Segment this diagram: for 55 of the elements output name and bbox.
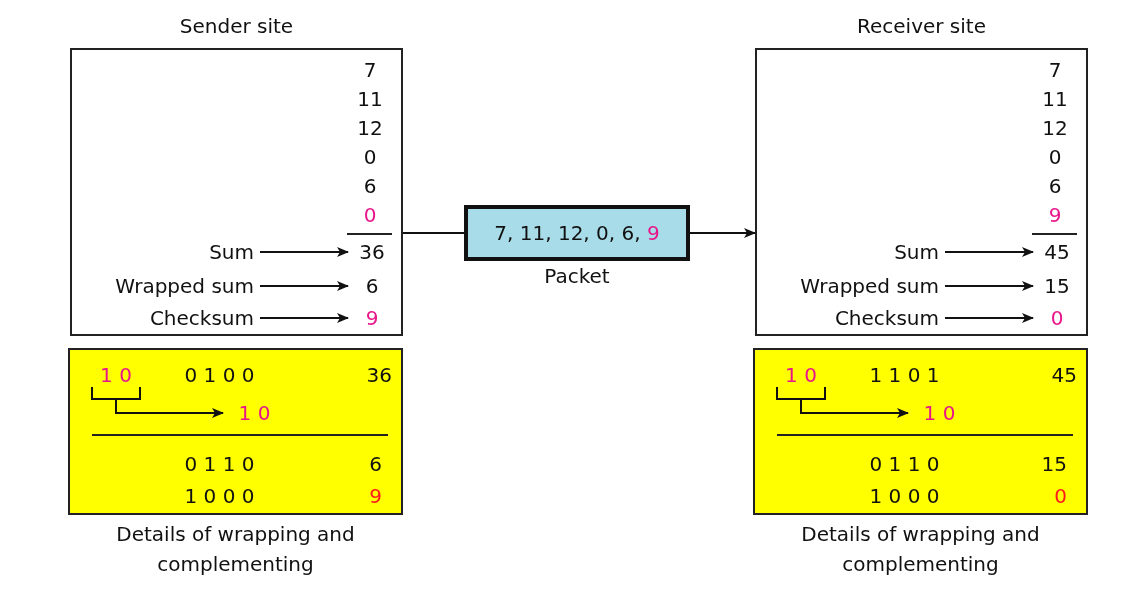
number-text: 6: [362, 173, 378, 199]
arrow: [259, 313, 349, 323]
binary-digits: 0 1 0 0: [157, 361, 282, 389]
number-text: 9: [350, 482, 382, 510]
row-label: Wrapped sum: [76, 272, 254, 300]
binary-digits: 1 0 0 0: [157, 482, 282, 510]
number-text: 0: [1035, 482, 1067, 510]
number-text: 11: [1041, 86, 1069, 112]
arrow: [776, 386, 909, 418]
number-text: 12: [1041, 115, 1069, 141]
row-label: Checksum: [797, 304, 939, 332]
number-text: 15: [1037, 272, 1077, 300]
caption-text: Packet: [543, 263, 611, 290]
number-text: 12: [356, 115, 384, 141]
number-text: 11: [356, 86, 384, 112]
binary-digits: 1 0: [775, 361, 827, 389]
arrow: [944, 247, 1034, 257]
caption-text: Details of wrapping and complementing: [800, 521, 1041, 578]
caption-text: Details of wrapping and complementing: [115, 521, 356, 578]
number-text: 0: [362, 144, 378, 170]
number-text: 6: [350, 450, 382, 478]
binary-digits: 0 1 1 0: [157, 450, 282, 478]
number-text: 9: [1047, 202, 1063, 228]
arrow: [91, 386, 224, 418]
number-text: 7: [362, 57, 378, 83]
binary-digits: 1 0 0 0: [842, 482, 967, 510]
number-text: 6: [1047, 173, 1063, 199]
number-text: 15: [1035, 450, 1067, 478]
number-text: 0: [362, 202, 378, 228]
binary-digits: 1 0: [912, 399, 967, 427]
number-text: 45: [1037, 238, 1077, 266]
row-label: Checksum: [112, 304, 254, 332]
arrow: [259, 247, 349, 257]
binary-digits: 1 1 0 1: [842, 361, 967, 389]
arrow: [259, 281, 349, 291]
site-heading: Receiver site: [856, 14, 987, 38]
row-label: Wrapped sum: [761, 272, 939, 300]
number-text: 36: [352, 238, 392, 266]
arrow: [689, 228, 756, 238]
site-heading: Sender site: [178, 14, 295, 38]
number-text: 36: [350, 361, 392, 389]
binary-digits: 1 0: [227, 399, 282, 427]
number-text: 7: [1047, 57, 1063, 83]
row-label: Sum: [162, 238, 254, 266]
number-text: 45: [1035, 361, 1077, 389]
binary-digits: 1 0: [90, 361, 142, 389]
number-text: 0: [1047, 144, 1063, 170]
number-text: 0: [1037, 304, 1077, 332]
packet-text: 7, 11, 12, 0, 6, 9: [494, 221, 660, 245]
row-label: Sum: [847, 238, 939, 266]
arrow: [944, 281, 1034, 291]
number-text: 6: [352, 272, 392, 300]
arrow: [944, 313, 1034, 323]
number-text: 9: [352, 304, 392, 332]
binary-digits: 0 1 1 0: [842, 450, 967, 478]
